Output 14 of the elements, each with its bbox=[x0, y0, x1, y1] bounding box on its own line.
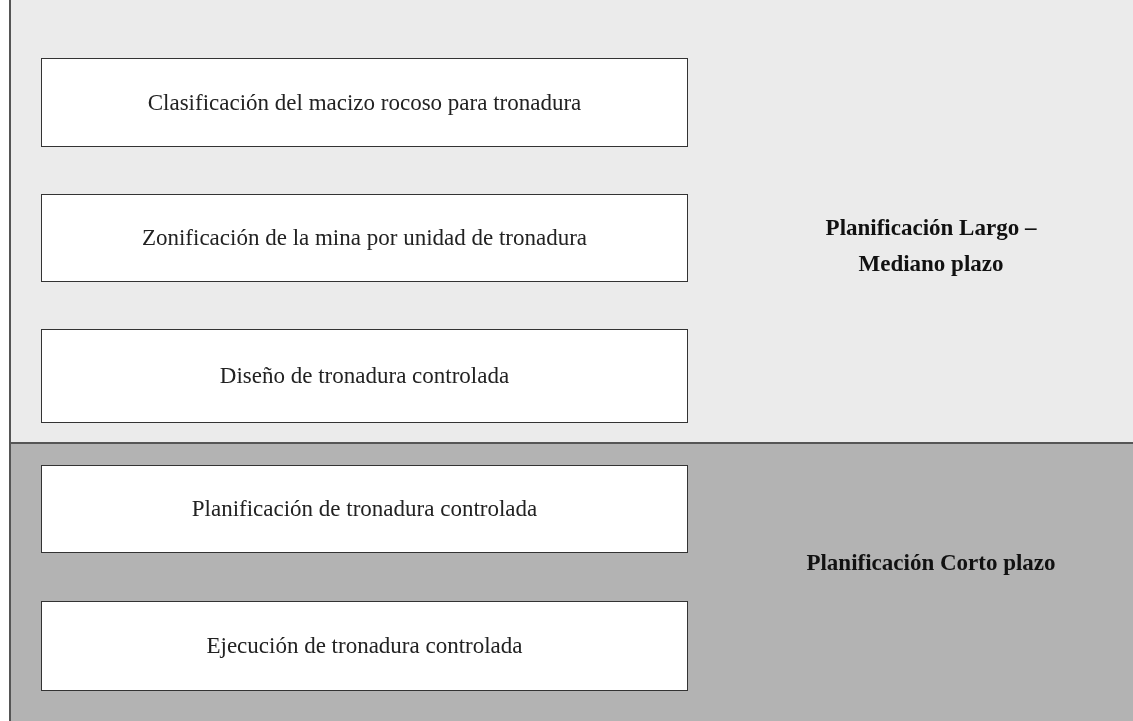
box-text: Diseño de tronadura controlada bbox=[219, 362, 510, 391]
box-text: Planificación de tronadura controlada bbox=[191, 495, 538, 524]
box-text: Zonificación de la mina por unidad de tronadura bbox=[141, 224, 588, 253]
band-label: Planificación Corto plazo bbox=[805, 549, 1057, 577]
planning-band bbox=[9, 442, 1133, 721]
process-box bbox=[41, 194, 688, 282]
planning-band bbox=[9, 0, 1133, 444]
band-label: Planificación Largo – Mediano plazo bbox=[824, 214, 1038, 278]
process-box bbox=[41, 465, 688, 553]
process-box bbox=[41, 58, 688, 147]
process-box bbox=[41, 329, 688, 423]
box-text: Clasificación del macizo rocoso para tronadura bbox=[147, 88, 582, 117]
process-box bbox=[41, 601, 688, 691]
box-text: Ejecución de tronadura controlada bbox=[206, 632, 523, 661]
